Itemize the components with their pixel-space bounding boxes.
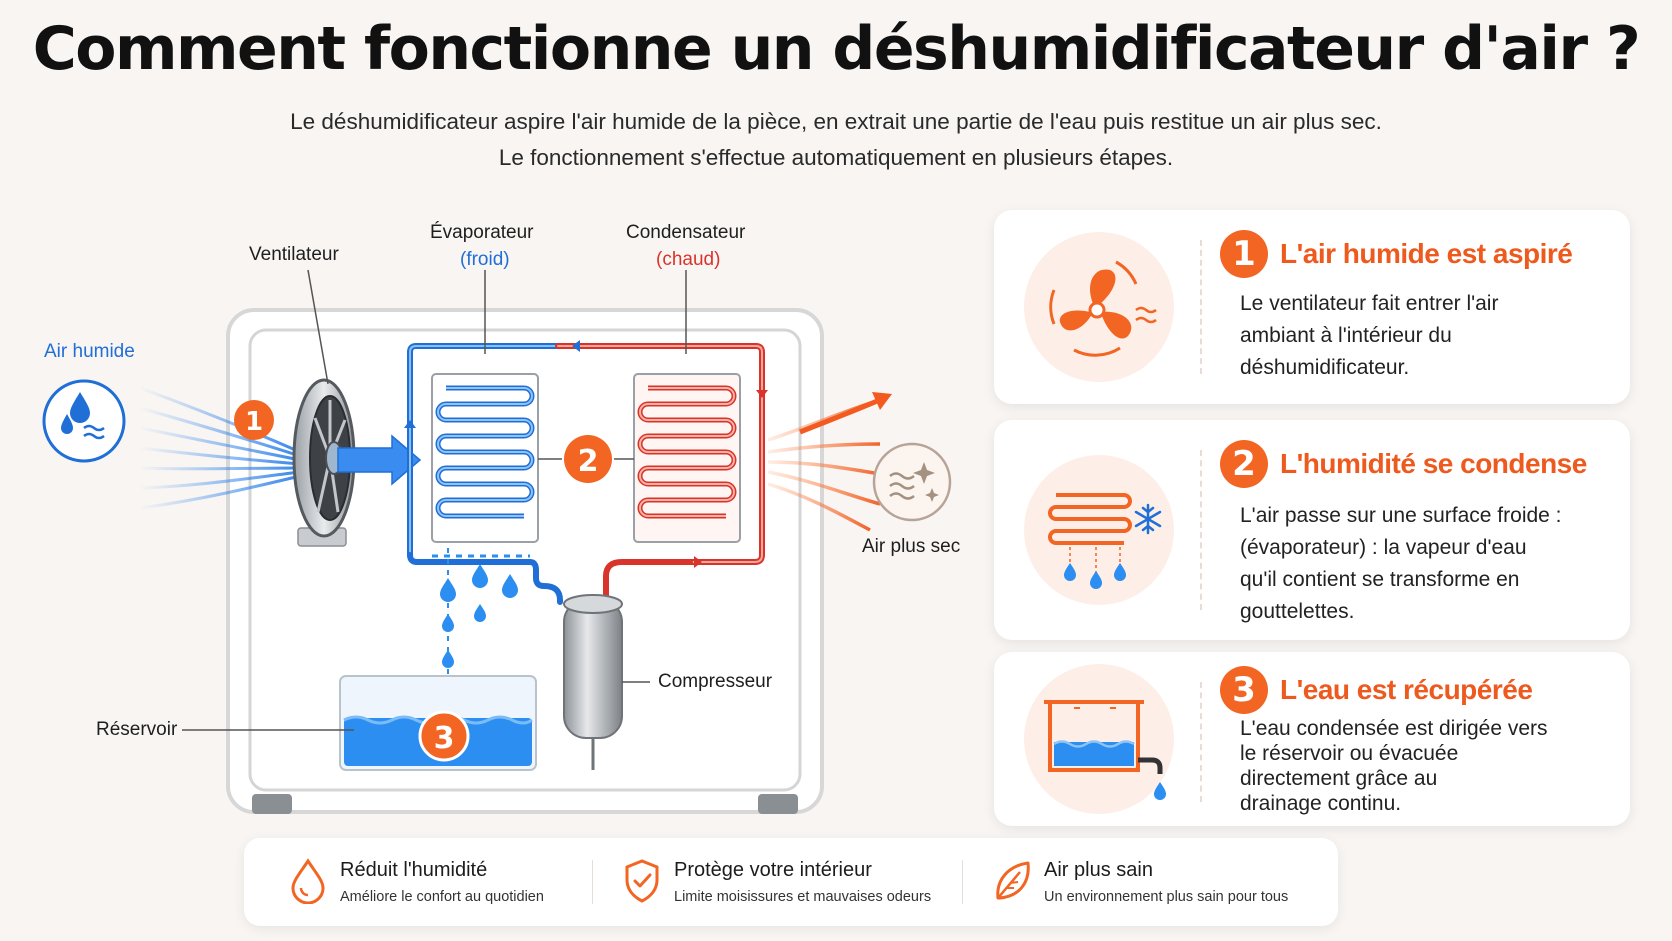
step-2-body-line-3: qu'il contient se transforme en bbox=[1240, 568, 1520, 591]
benefits-bar: Réduit l'humidité Améliore le confort au… bbox=[244, 838, 1338, 926]
page-subtitle: Le déshumidificateur aspire l'air humide… bbox=[0, 104, 1672, 176]
step-3-body-line-2: le réservoir ou évacuée bbox=[1240, 742, 1459, 765]
marker-1: 1 bbox=[234, 400, 274, 440]
subtitle-line-1: Le déshumidificateur aspire l'air humide… bbox=[290, 109, 1382, 134]
leaf-icon bbox=[996, 861, 1030, 900]
step-2-icon-circle bbox=[1024, 455, 1174, 605]
label-evaporateur: Évaporateur bbox=[430, 222, 534, 243]
marker-2-label: 2 bbox=[578, 444, 599, 479]
step-1-title: L'air humide est aspiré bbox=[1280, 238, 1573, 269]
compressor bbox=[563, 594, 623, 770]
label-ventilateur: Ventilateur bbox=[249, 244, 339, 265]
marker-3: 3 bbox=[418, 710, 470, 762]
snowflake-icon bbox=[1134, 503, 1162, 535]
marker-3-label: 3 bbox=[434, 721, 455, 756]
step-1-body: Le ventilateur fait entrer l'air ambiant… bbox=[1240, 288, 1610, 384]
step-card-3: 3 L'eau est récupérée L'eau condensée es… bbox=[994, 652, 1630, 826]
benefit-2-subtitle: Limite moisissures et mauvaises odeurs bbox=[674, 889, 932, 905]
step-card-2: 2 L'humidité se condense L'air passe sur… bbox=[994, 420, 1630, 640]
humid-air-flow bbox=[139, 386, 301, 510]
benefit-3-subtitle: Un environnement plus sain pour tous bbox=[1044, 889, 1289, 905]
benefit-separator-2 bbox=[962, 860, 963, 904]
step-1-body-line-1: Le ventilateur fait entrer l'air bbox=[1240, 292, 1499, 315]
water-tank-icon bbox=[1044, 700, 1166, 800]
step-3-icon-circle bbox=[1024, 664, 1174, 814]
step-1-number: 1 bbox=[1220, 230, 1268, 278]
drop-icon bbox=[291, 858, 325, 904]
step-3-body-line-1: L'eau condensée est dirigée vers bbox=[1240, 717, 1548, 740]
step-3-body-line-3: directement grâce au bbox=[1240, 767, 1438, 790]
step-2-body-line-4: gouttelettes. bbox=[1240, 600, 1355, 623]
benefit-protects-interior: Protège votre intérieur Limite moisissur… bbox=[622, 838, 942, 926]
step-2-body-line-1: L'air passe sur une surface froide : bbox=[1240, 504, 1562, 527]
fan-unit bbox=[292, 378, 356, 547]
airflow-arrow bbox=[337, 434, 422, 486]
dehumidifier-diagram: 1 2 3 bbox=[42, 269, 952, 814]
label-air-plus-sec: Air plus sec bbox=[862, 536, 961, 557]
step-1-divider bbox=[1200, 240, 1202, 374]
step-1-icon-circle bbox=[1024, 232, 1174, 382]
benefit-3-title: Air plus sain bbox=[1044, 859, 1153, 881]
label-evaporateur-note: (froid) bbox=[460, 249, 510, 270]
leader-lines bbox=[182, 269, 687, 731]
step-3-divider bbox=[1200, 682, 1202, 802]
label-reservoir: Réservoir bbox=[96, 719, 178, 740]
dry-air-icon bbox=[872, 442, 952, 522]
step-2-body: L'air passe sur une surface froide : (év… bbox=[1240, 500, 1610, 628]
step-1-body-line-3: déshumidificateur. bbox=[1240, 356, 1410, 379]
subtitle-line-2: Le fonctionnement s'effectue automatique… bbox=[498, 145, 1174, 170]
step-2-number: 2 bbox=[1220, 440, 1268, 488]
benefit-reduces-humidity: Réduit l'humidité Améliore le confort au… bbox=[288, 838, 588, 926]
evaporator-coil bbox=[431, 373, 539, 543]
step-card-1: 1 L'air humide est aspiré Le ventilateur… bbox=[994, 210, 1630, 404]
cold-coil-icon bbox=[1048, 493, 1162, 589]
label-compresseur: Compresseur bbox=[658, 671, 773, 692]
step-3-body: L'eau condensée est dirigée vers le rése… bbox=[1240, 716, 1610, 816]
refrigerant-circuit bbox=[404, 340, 768, 605]
benefit-1-subtitle: Améliore le confort au quotidien bbox=[340, 889, 544, 905]
page-title: Comment fonctionne un déshumidificateur … bbox=[32, 14, 1641, 84]
step-3-number: 3 bbox=[1220, 666, 1268, 714]
step-2-divider bbox=[1200, 450, 1202, 610]
step-3-title: L'eau est récupérée bbox=[1280, 674, 1533, 705]
marker-2: 2 bbox=[564, 435, 612, 483]
benefit-2-title: Protège votre intérieur bbox=[674, 859, 872, 881]
label-condensateur: Condensateur bbox=[626, 222, 746, 243]
step-1-body-line-2: ambiant à l'intérieur du bbox=[1240, 324, 1452, 347]
marker-1-label: 1 bbox=[245, 407, 263, 437]
step-3-body-line-4: drainage continu. bbox=[1240, 792, 1402, 815]
step-2-body-line-2: (évaporateur) : la vapeur d'eau bbox=[1240, 536, 1527, 559]
label-air-humide: Air humide bbox=[44, 341, 135, 362]
fan-icon bbox=[1049, 260, 1157, 357]
benefit-healthier-air: Air plus sain Un environnement plus sain… bbox=[992, 838, 1322, 926]
label-condensateur-note: (chaud) bbox=[656, 249, 721, 270]
shield-check-icon bbox=[625, 859, 659, 903]
condenser-coil bbox=[633, 373, 741, 543]
humid-air-icon bbox=[42, 379, 126, 463]
dry-air-arrowhead bbox=[872, 392, 892, 410]
benefit-1-title: Réduit l'humidité bbox=[340, 859, 488, 881]
step-2-title: L'humidité se condense bbox=[1280, 448, 1587, 479]
benefit-separator-1 bbox=[592, 860, 593, 904]
